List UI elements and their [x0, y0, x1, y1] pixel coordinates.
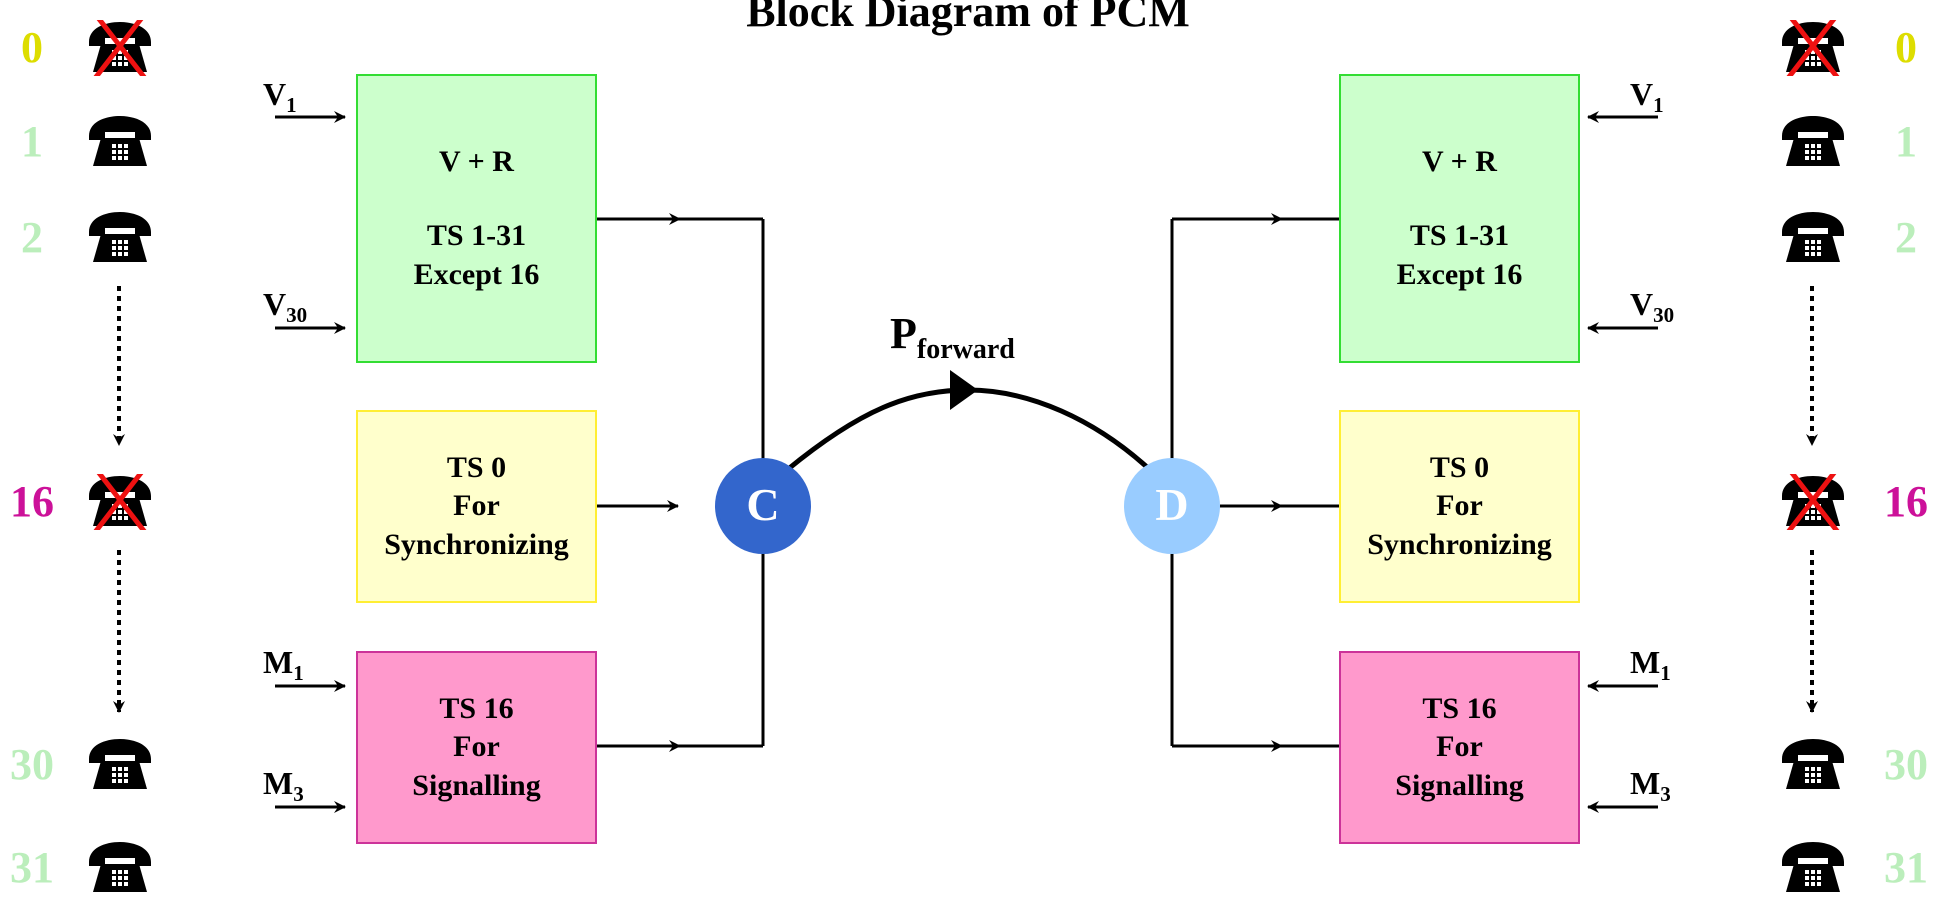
node-d-label: D	[1155, 479, 1188, 530]
left-telephone-icon	[85, 210, 155, 266]
left-sync-block-line2: For	[453, 489, 500, 523]
left-voice-block-line2: TS 1-31	[426, 219, 527, 253]
left-telephone-icon	[85, 114, 155, 170]
right-channel-number: 0	[1895, 23, 1917, 72]
right-signalling-block-line1: TS 16	[1422, 692, 1497, 726]
left-signalling-block-line1: TS 16	[439, 692, 514, 726]
right-sync-block-line3: Synchronizing	[1367, 527, 1552, 561]
left-signalling-block: TS 16 For Signalling	[356, 651, 597, 844]
left-m1-label: M1	[263, 644, 304, 685]
right-voice-block: V + R TS 1-31 Except 16	[1339, 74, 1580, 363]
left-channel-number: 1	[21, 117, 43, 166]
right-channel-number: 16	[1884, 477, 1928, 526]
left-m3-label: M3	[263, 765, 304, 806]
left-telephone-icon-crossed	[85, 457, 155, 543]
node-c-circle	[715, 458, 811, 554]
right-voice-block-line2: TS 1-31	[1409, 219, 1510, 253]
left-telephone-icon	[85, 737, 155, 793]
forward-path-label: Pforward	[890, 309, 1015, 365]
right-v30-label: V30	[1630, 286, 1675, 327]
right-telephone-icon	[1778, 210, 1848, 266]
right-voice-block-line3: Except 16	[1396, 257, 1523, 291]
left-v30-label: V30	[263, 286, 308, 327]
left-channel-number: 16	[10, 477, 54, 526]
left-sync-block-line3: Synchronizing	[384, 527, 569, 561]
left-signalling-block-line3: Signalling	[412, 768, 541, 802]
right-telephone-icon	[1778, 114, 1848, 170]
left-voice-block: V + R TS 1-31 Except 16	[356, 74, 597, 363]
right-sync-block-line1: TS 0	[1429, 451, 1490, 485]
left-voice-block-line1: V + R	[439, 145, 514, 179]
left-channel-number: 31	[10, 843, 54, 892]
left-sync-block: TS 0 For Synchronizing	[356, 410, 597, 603]
node-c-label: C	[746, 479, 779, 530]
right-voice-block-line1: V + R	[1422, 145, 1497, 179]
right-v1-label: V1	[1630, 76, 1664, 117]
right-telephone-icon-crossed	[1778, 457, 1848, 543]
left-channel-number: 30	[10, 740, 54, 789]
right-signalling-block-line3: Signalling	[1395, 768, 1524, 802]
right-sync-block: TS 0 For Synchronizing	[1339, 410, 1580, 603]
right-channel-number: 2	[1895, 213, 1917, 262]
right-channel-number: 30	[1884, 740, 1928, 789]
left-telephone-icon	[85, 840, 155, 896]
right-telephone-icon-crossed	[1778, 3, 1848, 89]
left-voice-block-line3: Except 16	[413, 257, 540, 291]
right-channel-number: 1	[1895, 117, 1917, 166]
right-telephone-icon	[1778, 737, 1848, 793]
diagram-title: Block Diagram of PCM	[746, 0, 1190, 36]
node-d-circle	[1124, 458, 1220, 554]
right-m1-label: M1	[1630, 644, 1671, 685]
left-telephone-icon-crossed	[85, 3, 155, 89]
right-m3-label: M3	[1630, 765, 1671, 806]
right-signalling-block: TS 16 For Signalling	[1339, 651, 1580, 844]
forward-path-arrowhead	[950, 370, 978, 410]
left-channel-number: 0	[21, 23, 43, 72]
right-sync-block-line2: For	[1436, 489, 1483, 523]
right-telephone-icon	[1778, 840, 1848, 896]
left-sync-block-line1: TS 0	[446, 451, 507, 485]
right-signalling-block-line2: For	[1436, 730, 1483, 764]
forward-path-curve	[785, 387, 1150, 472]
left-channel-number: 2	[21, 213, 43, 262]
left-signalling-block-line2: For	[453, 730, 500, 764]
right-channel-number: 31	[1884, 843, 1928, 892]
left-v1-label: V1	[263, 76, 297, 117]
